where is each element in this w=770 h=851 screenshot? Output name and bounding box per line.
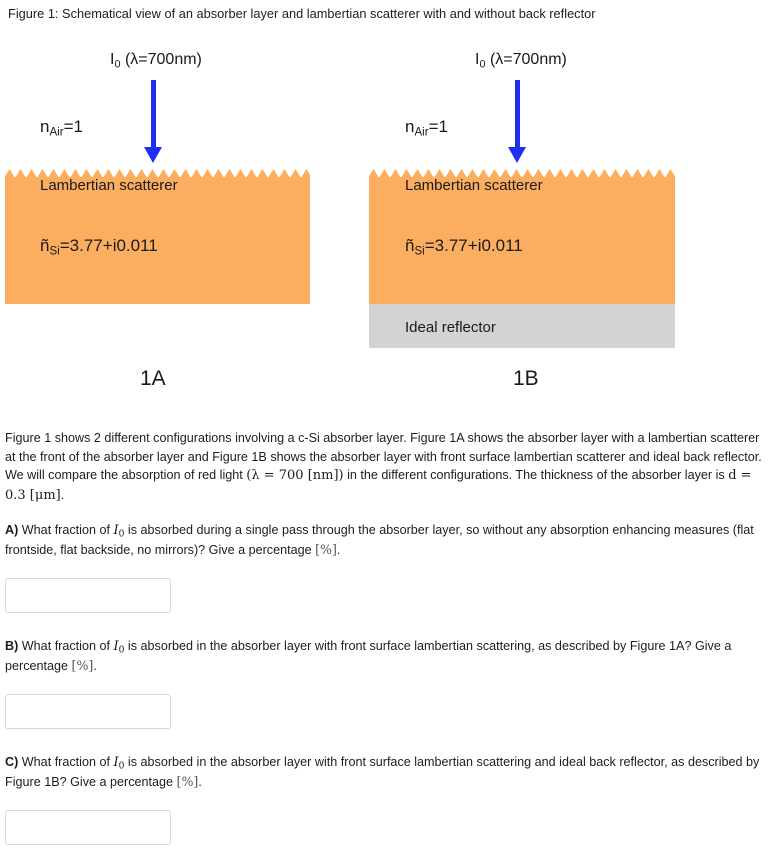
lambertian-texture-icon	[369, 169, 675, 178]
arrow-head-icon	[144, 147, 162, 163]
n-si-label: ñSi=3.77+i0.011	[405, 236, 523, 258]
absorber-layer	[369, 169, 675, 304]
absorber-layer	[5, 169, 310, 304]
incident-light-label: I0 (λ=700nm)	[475, 51, 567, 71]
lambertian-texture-icon	[5, 169, 310, 178]
unit-percent: [%]	[71, 657, 94, 673]
panel-label-1a: 1A	[140, 367, 166, 390]
question-label: C)	[5, 755, 19, 769]
intro-paragraph: Figure 1 shows 2 different configuration…	[5, 431, 762, 503]
scatterer-label: Lambertian scatterer	[405, 177, 543, 194]
question-a: A) What fraction of I0 is absorbed durin…	[5, 523, 754, 557]
arrow-head-icon	[508, 147, 526, 163]
wavelength-formula: (λ = 700 [nm])	[246, 468, 344, 484]
incident-arrow-icon	[151, 80, 156, 148]
intensity-symbol: I0	[113, 523, 125, 540]
incident-arrow-icon	[515, 80, 520, 148]
unit-percent: [%]	[176, 773, 199, 789]
n-air-label: nAir=1	[405, 117, 448, 139]
question-b: B) What fraction of I0 is absorbed in th…	[5, 639, 732, 673]
question-c: C) What fraction of I0 is absorbed in th…	[5, 755, 760, 789]
unit-percent: [%]	[315, 541, 337, 557]
question-label: B)	[5, 639, 19, 653]
panel-label-1b: 1B	[513, 367, 539, 390]
answer-a-input[interactable]	[5, 578, 171, 613]
figure-caption: Figure 1: Schematical view of an absorbe…	[8, 6, 596, 21]
answer-c-input[interactable]	[5, 810, 171, 845]
ideal-reflector-layer	[369, 304, 675, 348]
scatterer-label: Lambertian scatterer	[40, 177, 178, 194]
n-air-label: nAir=1	[40, 117, 83, 139]
reflector-label: Ideal reflector	[405, 319, 496, 336]
intensity-symbol: I0	[113, 639, 125, 656]
incident-light-label: I0 (λ=700nm)	[110, 51, 202, 71]
n-si-label: ñSi=3.77+i0.011	[40, 236, 158, 258]
intensity-symbol: I0	[113, 755, 125, 772]
thickness-formula: d = 0.3 [μm]	[5, 468, 752, 503]
answer-b-input[interactable]	[5, 694, 171, 729]
question-label: A)	[5, 523, 19, 537]
